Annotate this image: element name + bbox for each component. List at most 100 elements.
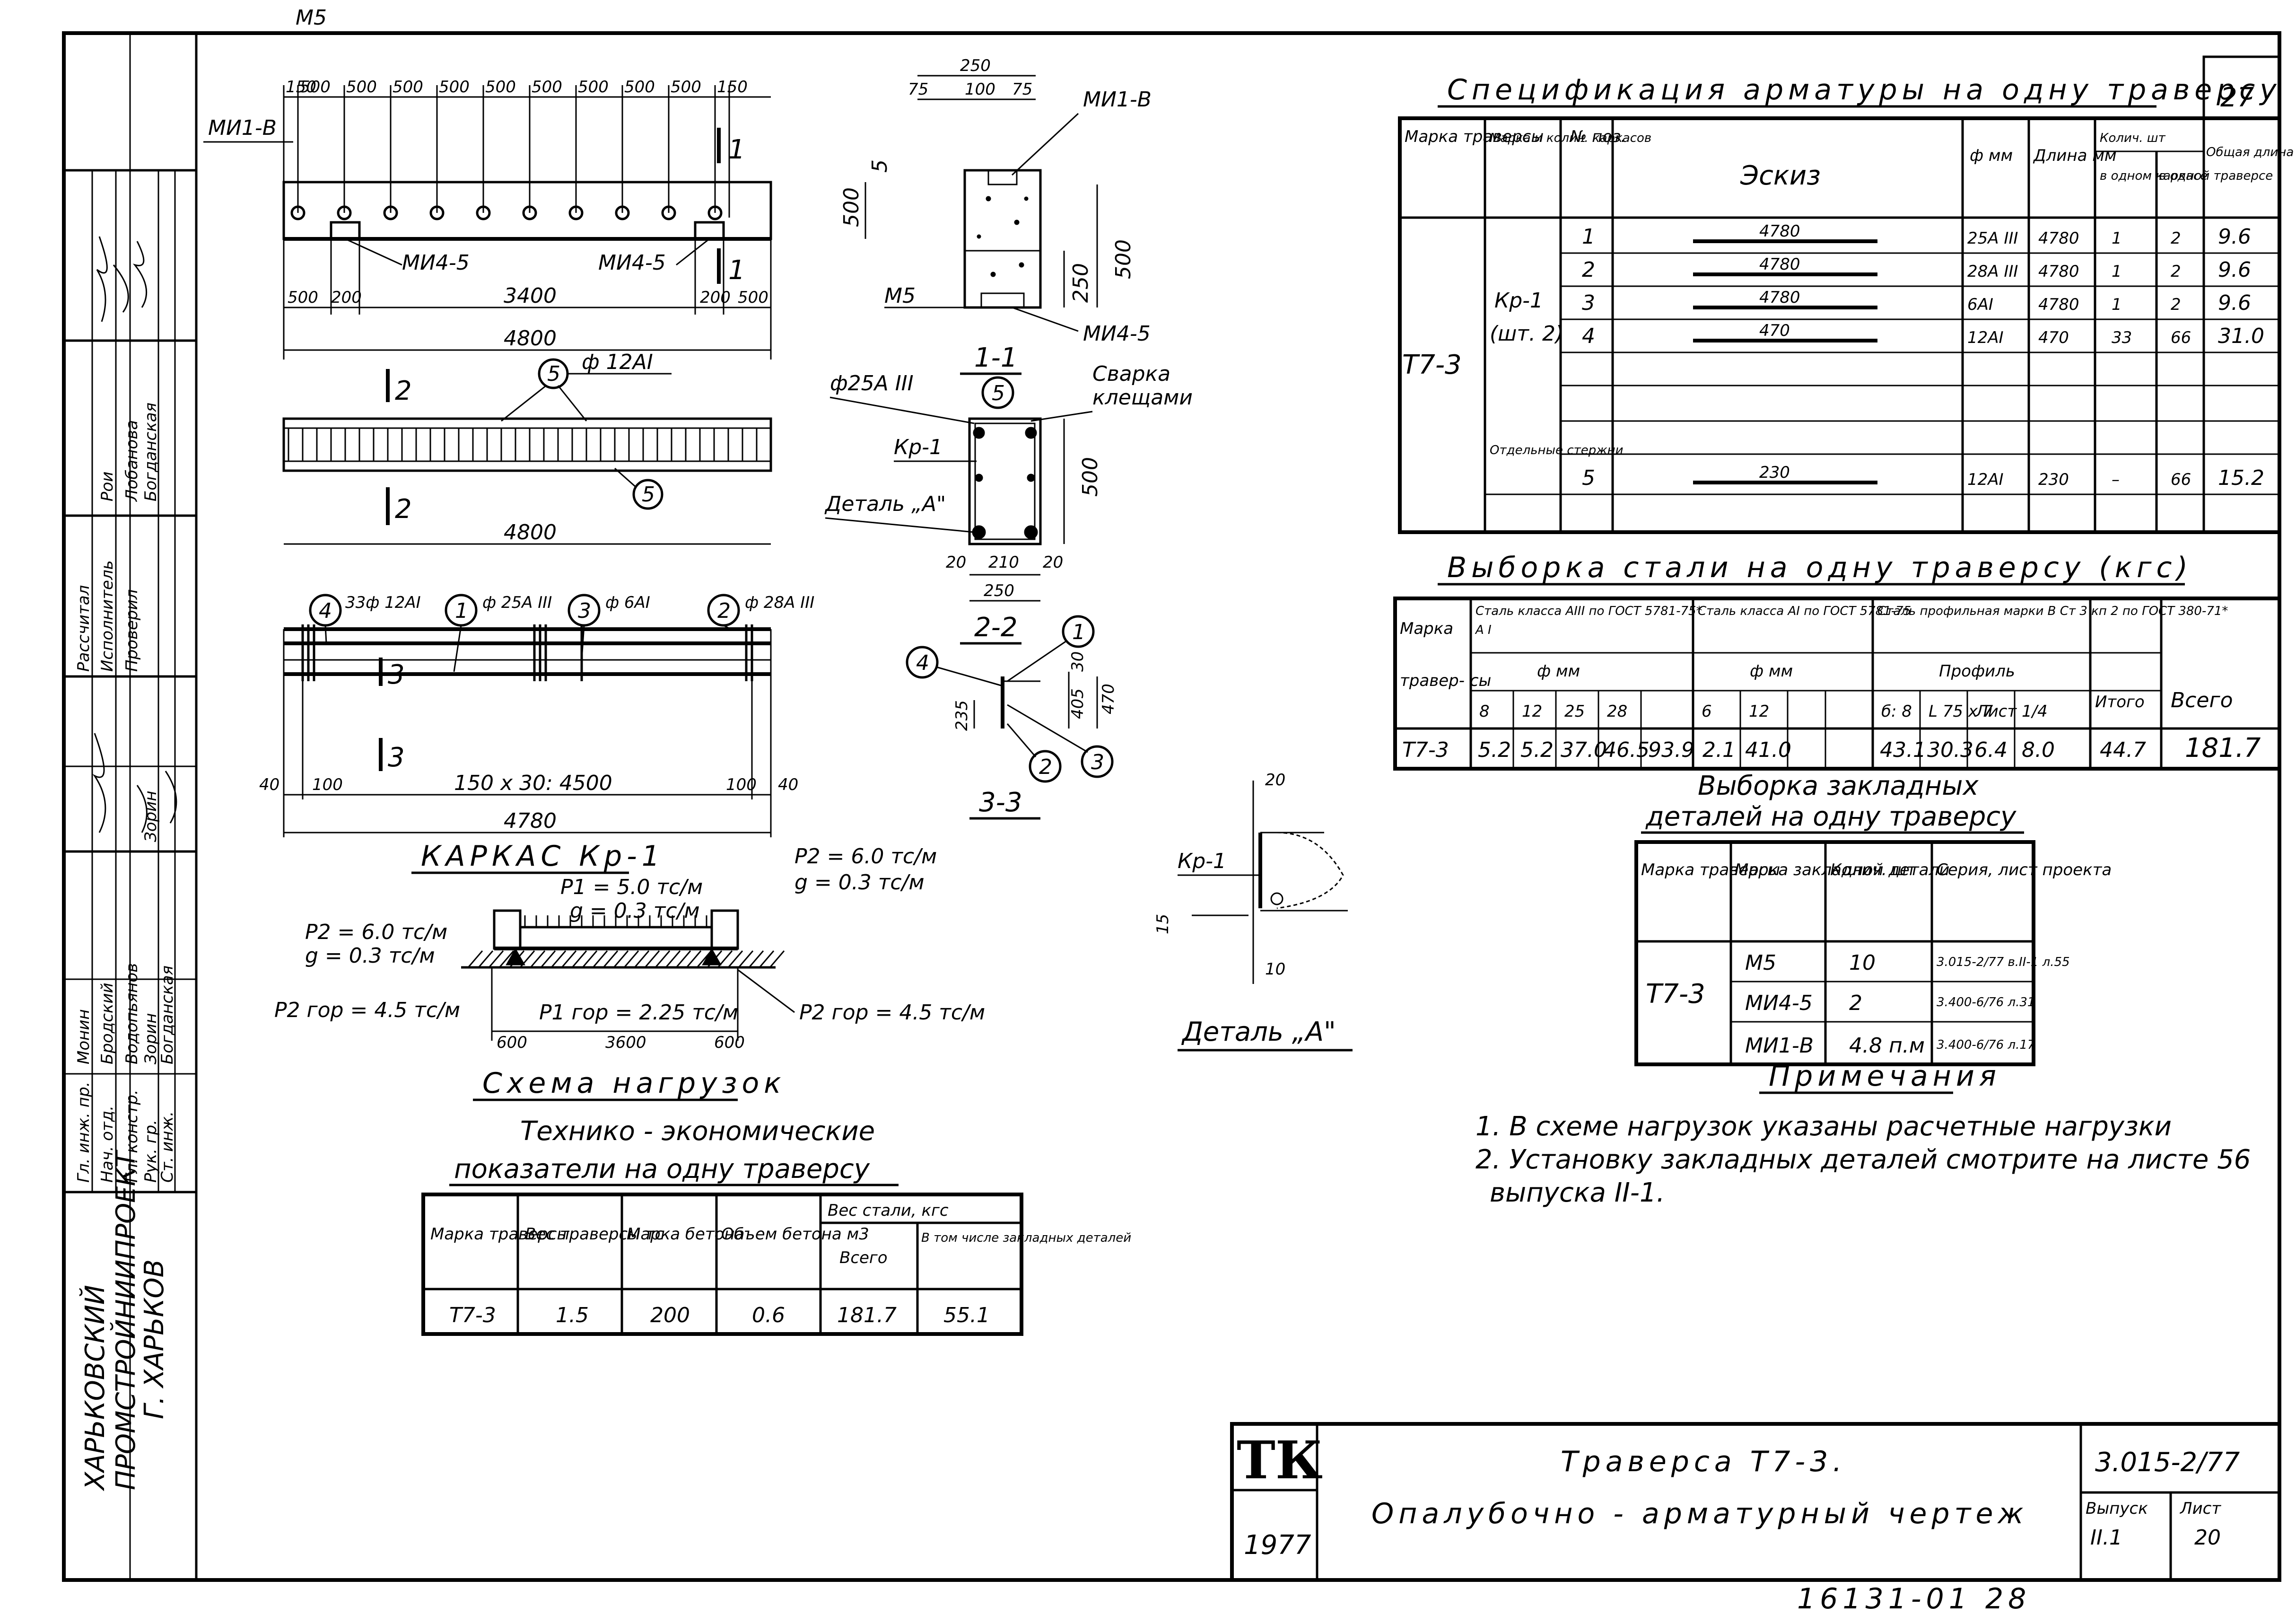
embedded-hole	[522, 205, 537, 220]
name-4: Богданская	[158, 965, 177, 1064]
load-dim-600a: 600	[497, 1033, 527, 1052]
top-dim-label: 500	[393, 78, 423, 97]
top-dim-label: 500	[346, 78, 377, 97]
dim-bottom-3: 200	[700, 288, 731, 307]
emb-title-2: деталей на одну траверсу	[1645, 801, 2017, 832]
s11-dim-100: 100	[965, 80, 995, 99]
embedded-hole	[661, 205, 676, 220]
detA-caption: Деталь „А"	[1181, 1017, 1336, 1047]
tech-table: Технико - экономические показатели на од…	[421, 1116, 1131, 1336]
frame-kr1: 3 3 4 33ф 12АI 1 ф 25А III 3 ф 6АI 2 ф 2…	[259, 593, 814, 874]
note-1: 1. В схеме нагрузок указаны расчетные на…	[1475, 1111, 2172, 1142]
load-p2gor-right: P2 гор = 4.5 тс/м	[799, 1001, 985, 1025]
emb-row-mark: МИ1-В	[1745, 1034, 1814, 1058]
spec-row-poz: 3	[1582, 291, 1595, 315]
steel-col-header: 12	[1749, 702, 1769, 721]
dim-5-top: 5	[868, 159, 892, 173]
spec-row-len: 4780	[2038, 262, 2079, 281]
hatch-line	[498, 950, 515, 968]
embedded-hole	[476, 205, 491, 220]
load-dim-600b: 600	[714, 1033, 745, 1052]
role2-2: Проверил	[122, 589, 141, 672]
s22-dim-500: 500	[1078, 457, 1102, 497]
tb-code: 3.015-2/77	[2095, 1447, 2240, 1478]
frame-pos-3: 3	[578, 599, 591, 623]
spec-h-qty: Колич. шт	[2100, 131, 2166, 145]
spec-row-sketch: 470	[1759, 321, 1790, 340]
role2-1: Исполнитель	[98, 560, 117, 672]
emb-marka: Т7-3	[1646, 979, 1705, 1009]
spec-row-d: 12АI	[1967, 470, 2004, 489]
emb-row-ref: 3.400-6/76 л.31	[1937, 995, 2035, 1009]
spec-row-total: 9.6	[2218, 225, 2251, 249]
hatch-line	[644, 950, 660, 968]
s33-dim-235: 235	[952, 700, 971, 731]
tech-row-zakl: 55.1	[943, 1303, 990, 1327]
hatch-line	[727, 950, 743, 968]
top-dim-label: 500	[532, 78, 562, 97]
hatch-line	[769, 950, 785, 968]
load-p2-right: P2 = 6.0 тс/м	[794, 844, 937, 869]
frame-dim-4: 40	[778, 775, 798, 794]
spec-row-n2: 2	[2171, 229, 2181, 248]
s22-weld2: клещами	[1092, 386, 1193, 410]
steel-row-cell: 93.9	[1648, 738, 1694, 762]
hatch-line	[665, 950, 681, 968]
tech-title-2: показатели на одну траверсу	[454, 1154, 870, 1185]
frame-pos-2: 2	[717, 599, 731, 623]
hatch-line	[519, 950, 535, 968]
s22-dim-210: 210	[988, 553, 1019, 572]
tb-archive: 16131-01 28	[1797, 1582, 2031, 1615]
plan-view: 2 2 5 5 ф 12АI 4800	[282, 350, 772, 545]
tk-logo: ТК	[1237, 1430, 1323, 1491]
frame-pos-1: 1	[455, 599, 468, 623]
tb-list-label: Лист	[2179, 1499, 2221, 1518]
hatch-line	[592, 950, 608, 968]
emb-h-3: Серия, лист проекта	[1937, 860, 2112, 879]
section-mark-3b: 3	[388, 742, 405, 773]
steel-h-fmm2: ф мм	[1750, 662, 1793, 681]
dim-total-top: 4800	[504, 326, 557, 351]
spec-h-n2: в одной траверсе	[2159, 169, 2273, 183]
role-1: Нач. отд.	[98, 1106, 117, 1183]
hatch-line	[759, 950, 775, 968]
spec-row-total: 15.2	[2218, 466, 2264, 490]
top-dim-label: 500	[671, 78, 701, 97]
signature-1	[96, 236, 148, 322]
top-dim-label: 500	[578, 78, 609, 97]
sheet-corner-number: 27	[2220, 82, 2254, 113]
s22-dim-250: 250	[984, 581, 1014, 600]
spec-row-poz: 5	[1582, 466, 1595, 490]
hatch-line	[540, 950, 556, 968]
embedded-hole	[337, 205, 352, 220]
s33-pos-4: 4	[916, 651, 929, 675]
label-mi1v: МИ1-В	[208, 116, 277, 140]
top-dim-label: 500	[485, 78, 516, 97]
hatch-line	[738, 950, 754, 968]
emb-row-mark: М5	[1745, 951, 1776, 975]
hatch-line	[561, 950, 577, 968]
section-mark-3: 3	[388, 659, 405, 690]
s11-dim-75a: 75	[908, 80, 928, 99]
emb-h-1: Марка закладной детали	[1735, 860, 1949, 879]
load-caption: Схема нагрузок	[482, 1067, 786, 1100]
hatch-line	[717, 950, 733, 968]
steel-h-class2: Сталь класса АI по ГОСТ 5781-75	[1698, 604, 1911, 618]
s22-caption: 2-2	[974, 612, 1017, 643]
dim-bottom-4: 500	[738, 288, 768, 307]
s33-pos-3: 3	[1091, 750, 1104, 774]
steel-col-header: 8	[1479, 702, 1490, 721]
name-3: Зорин	[141, 1013, 160, 1064]
tb-title: Траверса Т7-3.	[1561, 1445, 1846, 1478]
emb-row-ref: 3.400-6/76 л.17	[1937, 1038, 2035, 1052]
tech-h-marka: Марка траверсы	[430, 1225, 569, 1244]
top-dim-label: 500	[624, 78, 655, 97]
steel-col-header: 6	[1702, 702, 1712, 721]
steel-col-header: L 75 х 7	[1929, 702, 1993, 721]
hatch-line	[509, 950, 525, 968]
spec-h-karkas: Марка и колич. каркасов	[1490, 131, 1651, 145]
steel-h-vsego: Всего	[2171, 688, 2233, 712]
steel-row-marka: Т7-3	[1402, 738, 1449, 762]
spec-row-sketch: 230	[1759, 463, 1790, 482]
